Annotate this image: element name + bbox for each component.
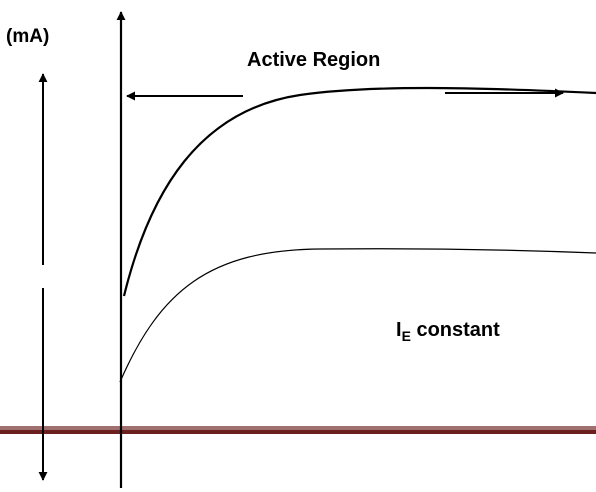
ie-constant-label: IE constant [396,319,500,344]
upper-curve [122,86,596,297]
unit-label: (mA) [6,26,49,47]
ie-main: I [396,319,402,341]
active-region-label: Active Region [247,49,380,71]
ie-subscript: E [402,328,411,344]
horizontal-band [0,426,596,434]
lower-curve [119,248,596,383]
ie-rest: constant [411,319,500,341]
